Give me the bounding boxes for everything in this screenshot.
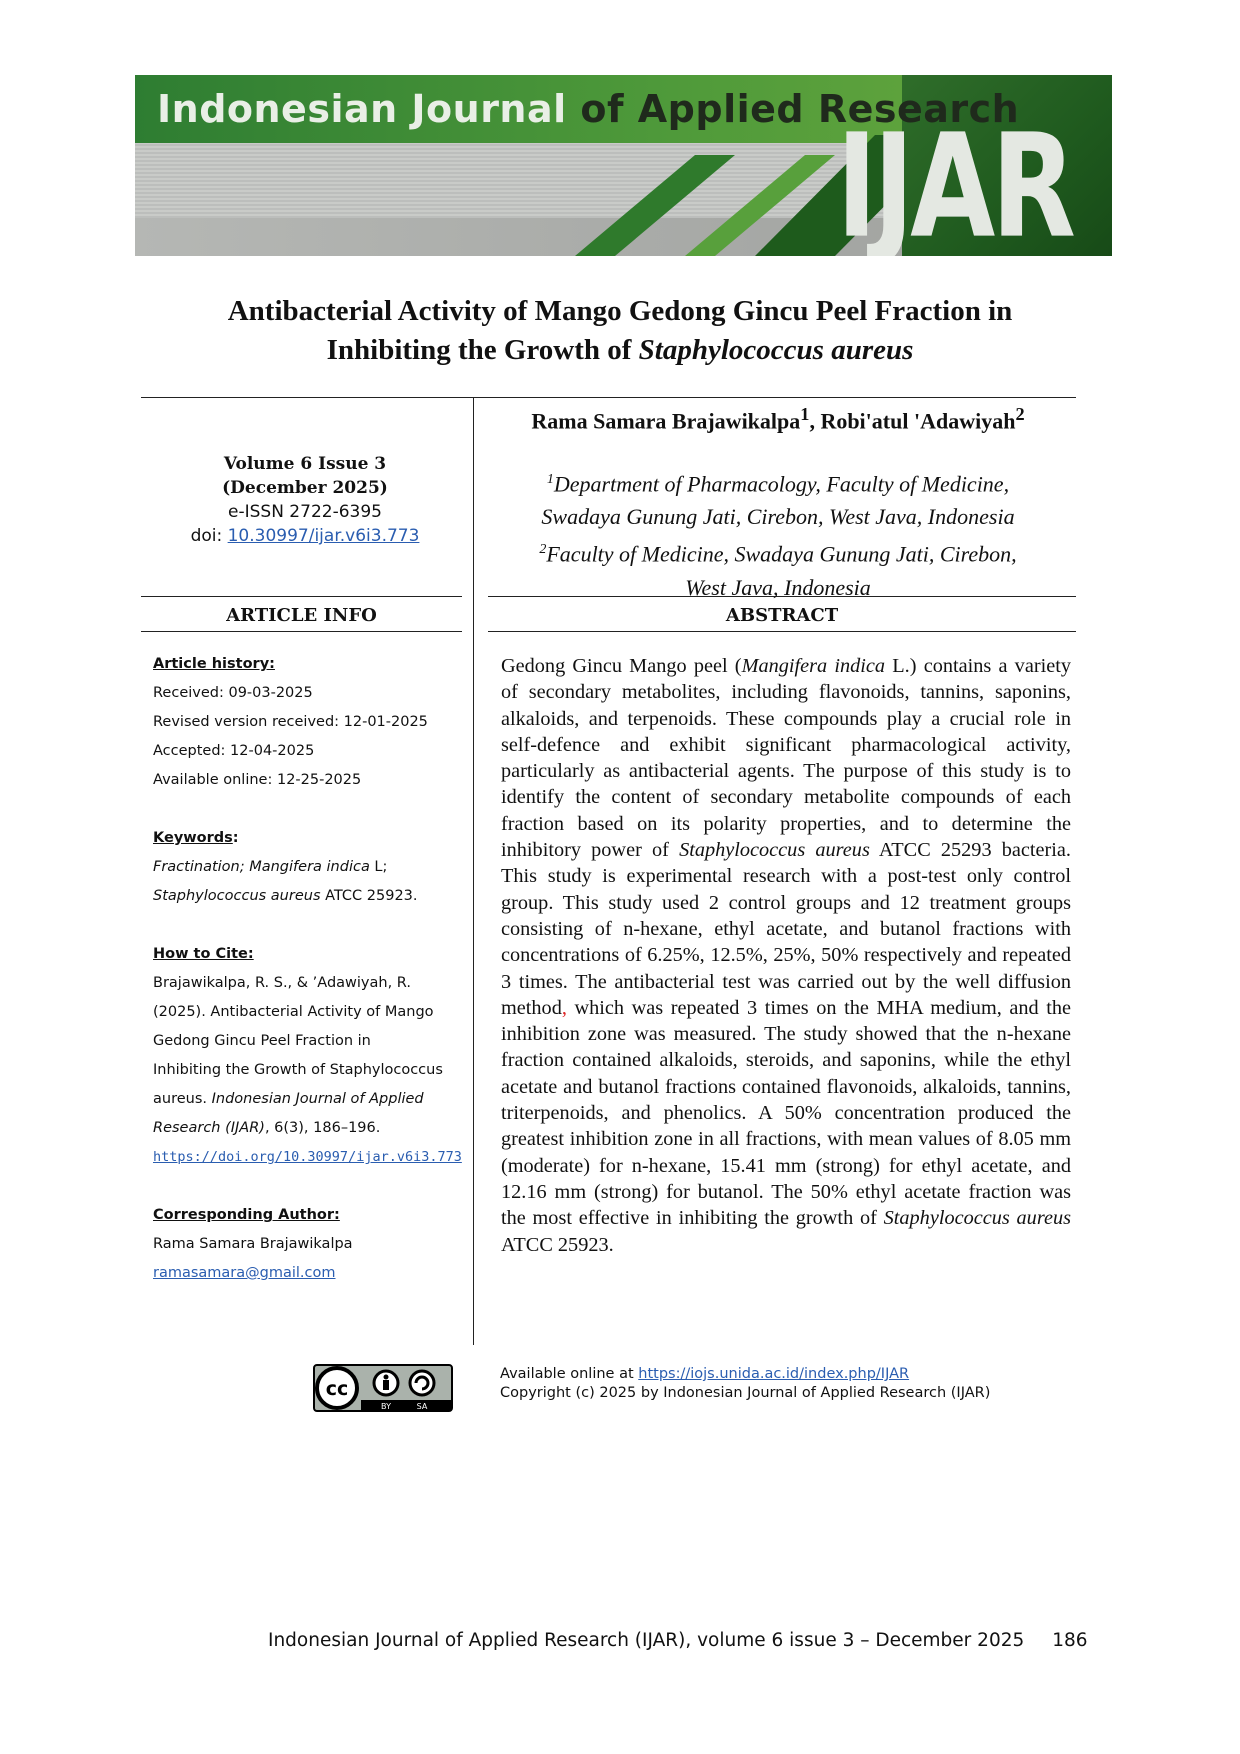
journal-website-link[interactable]: https://iojs.unida.ac.id/index.php/IJAR bbox=[638, 1366, 910, 1382]
online-date: Available online: 12-25-2025 bbox=[153, 772, 362, 788]
page-number: 186 bbox=[1052, 1630, 1088, 1651]
ijar-logo: IJAR bbox=[836, 103, 1076, 256]
corresponding-author-name: Rama Samara Brajawikalpa bbox=[153, 1236, 353, 1252]
revised-date: Revised version received: 12-01-2025 bbox=[153, 714, 428, 730]
banner-journal-name: Indonesian Journal of Applied Research bbox=[157, 87, 1020, 131]
author-line: Rama Samara Brajawikalpa1, Robi'atul 'Ad… bbox=[531, 404, 1025, 434]
doi-link[interactable]: 10.30997/ijar.v6i3.773 bbox=[227, 526, 420, 546]
how-to-cite-label: How to Cite: bbox=[153, 946, 254, 962]
copyright-line: Copyright (c) 2025 by Indonesian Journal… bbox=[500, 1385, 991, 1401]
left-info-rule-bottom bbox=[141, 631, 462, 632]
affiliation-2: 2Faculty of Medicine, Swadaya Gunung Jat… bbox=[539, 541, 1017, 567]
title-line-2: Inhibiting the Growth of Staphylococcus … bbox=[326, 334, 914, 366]
abstract-heading: ABSTRACT bbox=[725, 605, 839, 626]
article-title: Antibacterial Activity of Mango Gedong G… bbox=[150, 292, 1090, 370]
header-top-rule bbox=[141, 397, 1076, 398]
abstract-rule-top bbox=[488, 596, 1076, 597]
svg-text:cc: cc bbox=[326, 1378, 349, 1400]
keywords-line-1: Fractination; Mangifera indica L; bbox=[153, 859, 388, 875]
corresponding-author-label: Corresponding Author: bbox=[153, 1207, 340, 1223]
volume-issue: Volume 6 Issue 3 bbox=[223, 454, 387, 474]
affiliations: 1Department of Pharmacology, Faculty of … bbox=[478, 463, 1078, 604]
article-info: Article history: Received: 09-03-2025 Re… bbox=[153, 650, 463, 1288]
cc-by-sa-license-icon[interactable]: cc BY SA bbox=[313, 1364, 453, 1412]
title-line-1: Antibacterial Activity of Mango Gedong G… bbox=[227, 295, 1013, 327]
keywords-label: Keywords: bbox=[153, 830, 239, 846]
banner-logo-block bbox=[902, 75, 1112, 256]
eissn: e-ISSN 2722-6395 bbox=[228, 502, 382, 522]
affiliation-1: 1Department of Pharmacology, Faculty of … bbox=[546, 471, 1010, 497]
availability-info: Available online at https://iojs.unida.a… bbox=[500, 1366, 991, 1401]
column-divider bbox=[473, 397, 474, 1345]
abstract-text: Gedong Gincu Mango peel (Mangifera indic… bbox=[501, 655, 1071, 1256]
running-footer-text: Indonesian Journal of Applied Research (… bbox=[268, 1630, 1025, 1651]
article-info-heading: ARTICLE INFO bbox=[226, 605, 377, 626]
svg-text:SA: SA bbox=[417, 1402, 428, 1411]
left-info-rule-top bbox=[141, 596, 462, 597]
received-date: Received: 09-03-2025 bbox=[153, 685, 313, 701]
citation-doi-link[interactable]: https://doi.org/10.30997/ijar.v6i3.773 bbox=[153, 1149, 462, 1165]
volume-info: Volume 6 Issue 3 (December 2025) e-ISSN … bbox=[145, 452, 465, 548]
volume-date: (December 2025) bbox=[222, 478, 388, 498]
article-history-label: Article history: bbox=[153, 656, 275, 672]
keywords-line-2: Staphylococcus aureus ATCC 25923. bbox=[153, 888, 418, 904]
svg-text:BY: BY bbox=[381, 1402, 391, 1411]
doi-line: doi: 10.30997/ijar.v6i3.773 bbox=[190, 526, 420, 546]
journal-banner: IJAR Indonesian Journal of Applied Resea… bbox=[135, 75, 1112, 256]
abstract-rule-bottom bbox=[488, 631, 1076, 632]
running-footer: Indonesian Journal of Applied Research (… bbox=[268, 1630, 1088, 1651]
accepted-date: Accepted: 12-04-2025 bbox=[153, 743, 315, 759]
corresponding-author-email[interactable]: ramasamara@gmail.com bbox=[153, 1265, 336, 1281]
